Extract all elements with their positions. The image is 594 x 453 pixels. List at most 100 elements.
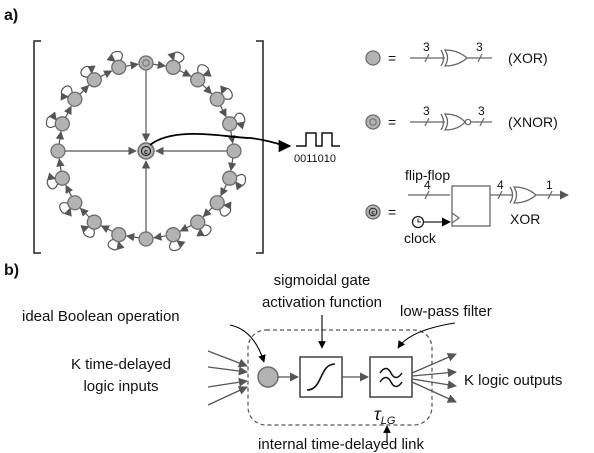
ring-node [50,143,66,159]
ring-node [209,195,225,211]
legend-xnor: = 3 3 (XNOR) [365,104,558,131]
ring-node [222,170,238,186]
legend-clock-in-width: 4 [424,178,431,192]
self-loop [219,201,232,217]
ring-edge [220,184,228,197]
waveform-bits: 0011010 [294,153,336,165]
internal-link-label: internal time-delayed link [258,436,424,453]
self-loop [45,111,57,128]
output-waveform [296,132,340,147]
legend-clock-gate-name: XOR [510,211,540,227]
center-clock-symbol: c [144,149,148,156]
ring-node [67,91,83,107]
ring-node [67,195,83,211]
ring-edge [202,84,213,95]
inputs-label-line1: K time-delayed [71,356,171,373]
ideal-boolean-pointer [229,324,266,363]
legend-xor: = 3 3 (XOR) [365,40,548,67]
self-loop [196,224,212,237]
self-loop [169,240,186,252]
ring-node [165,227,181,243]
flipflop-box [451,185,491,227]
ideal-boolean-label: ideal Boolean operation [22,308,180,325]
ring-edge [125,61,139,70]
lowpass-label: low-pass filter [400,303,492,320]
lowpass-icon [379,367,403,388]
self-loop [235,174,247,191]
sigmoid-label-line2: activation function [262,294,382,311]
sigmoid-curve-icon [306,363,336,391]
legend-clock: flip-flop c = 4 4 1 XOR clock [365,167,569,246]
outputs-label: K logic outputs [464,372,562,389]
center-clock-node: c [137,142,155,160]
lowpass-box [369,356,413,398]
ring-node [86,214,102,230]
ring-edge [227,157,237,172]
self-loop [80,65,96,78]
svg-text:c: c [371,211,375,217]
self-loop [80,225,95,238]
spokes [65,70,227,232]
ring-node [86,72,102,88]
clock-icon [411,215,425,229]
legend-xnor-in-width: 3 [423,104,430,118]
ring-node [111,59,127,75]
panel-a-label: a) [4,7,18,24]
xnor-gate-icon [440,113,466,131]
ring-node [190,72,206,88]
ring-edge [153,232,167,241]
left-bracket [33,40,41,254]
legend-xor-name: (XOR) [508,50,548,66]
ring-edge [64,105,72,118]
ring-node [222,116,238,132]
ring-edge [179,69,192,77]
ring-edge [79,207,90,218]
ring-edge [100,70,113,79]
boolean-node [257,366,279,388]
flipflop-label: flip-flop [405,167,450,183]
ring-edge [79,84,90,95]
legend-xor-out-width: 3 [476,40,483,54]
self-loop [167,51,185,64]
ring-node [209,91,225,107]
bus-slash [547,190,553,200]
bus-slash [424,117,430,127]
ring-edge [56,158,65,172]
output-curve [149,132,292,153]
legend-xor-in-width: 3 [423,40,430,54]
legend-xor-equals: = [388,50,396,66]
ring-nodes [50,55,242,247]
inputs-label-line2: logic inputs [83,378,158,395]
ring-edge [55,130,65,145]
bus-slash [477,53,483,63]
bus-slash [424,53,430,63]
xor-gate-icon [440,49,468,67]
ring-node [54,116,70,132]
ring-edges [55,60,237,242]
legend-xor-node [365,50,381,66]
legend-clock-node [365,204,381,220]
right-bracket [256,40,264,254]
bus-slash [497,190,503,200]
ring-edge [179,223,192,232]
self-loop [220,85,233,100]
self-loop [107,238,125,251]
xnor-marker [142,59,150,67]
ring-edge [202,207,213,218]
ring-edge [218,105,227,118]
sigmoid-label-line1: sigmoidal gate [274,272,371,289]
ring-edge [152,60,167,70]
ring-node [111,227,127,243]
tau-label: τLG [374,404,396,427]
bus-slash [479,117,485,127]
self-loop [46,172,59,190]
legend-xnor-name: (XNOR) [508,114,558,130]
legend-xnor-node [365,114,381,130]
input-arrows [207,350,248,406]
self-loop [106,50,123,62]
lowpass-pointer [397,322,456,349]
ring-node [138,231,154,247]
xor-gate-icon [509,186,537,204]
ring-node [54,170,70,186]
